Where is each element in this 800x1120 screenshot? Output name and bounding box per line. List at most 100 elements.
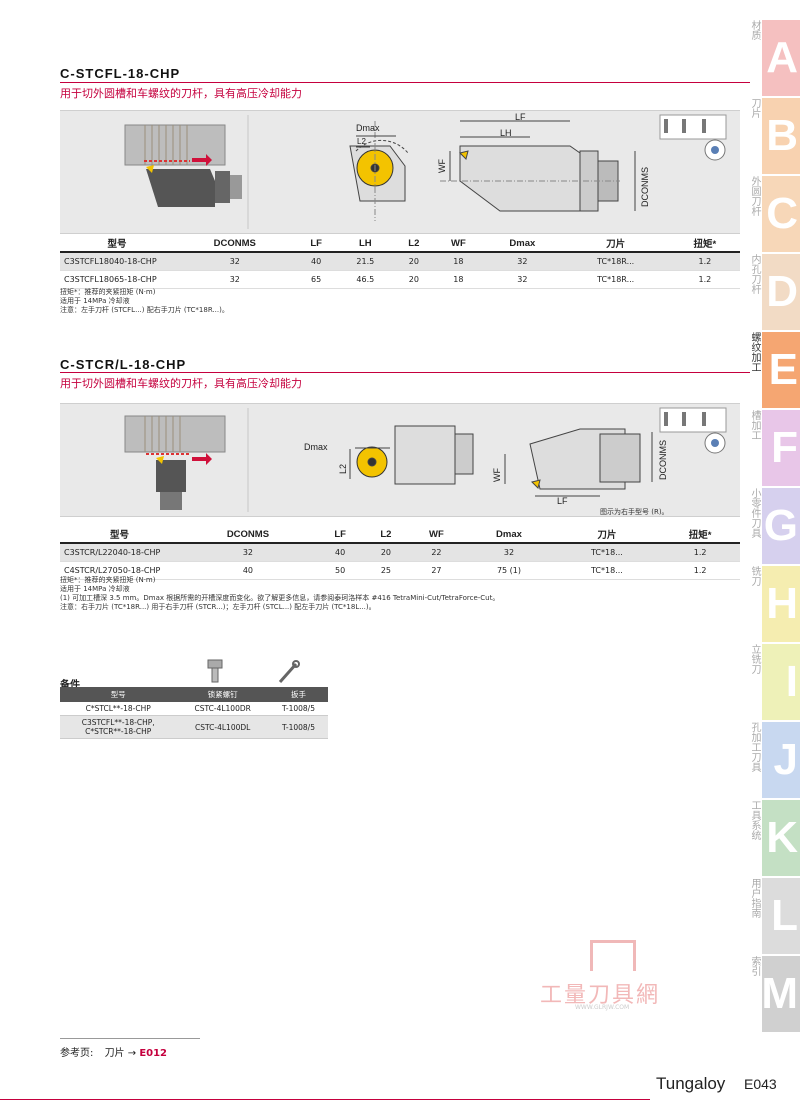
accessory-icons (207, 659, 300, 683)
col-header: Dmax (483, 235, 562, 253)
table-cell: 20 (394, 270, 434, 289)
table-cell: C3STCFL18065-18-CHP (60, 270, 174, 289)
table-cell: 25 (363, 561, 409, 580)
note-line: 扭矩*：推荐的夹紧扭矩 (N·m) (60, 288, 156, 296)
section1-notes: 扭矩*：推荐的夹紧扭矩 (N·m) 适用于 14MPa 冷却液 注意：左手刀杆 … (60, 288, 740, 315)
table-cell: T-1008/5 (268, 715, 328, 739)
section1-front-view (349, 121, 409, 221)
col-header: LF (316, 526, 364, 544)
tab-letter: L (771, 891, 798, 940)
section2-tool-photo (124, 415, 226, 510)
dim-wf-label-1: WF (437, 159, 447, 173)
table-cell: T-1008/5 (268, 702, 328, 716)
tab-letter: A (766, 33, 798, 82)
table-cell: 32 (174, 270, 296, 289)
section1-title: C-STCFL-18-CHP (60, 66, 181, 81)
table-cell: 20 (394, 252, 434, 271)
col-header: WF (433, 235, 484, 253)
tab-label: 铣刀 (749, 566, 760, 586)
tab-label: 小零件刀具 (749, 488, 760, 538)
table-cell: 75 (1) (464, 561, 554, 580)
table-cell: 22 (408, 543, 465, 562)
table-row: C3STCFL18040-18-CHP 32 40 21.5 20 18 32 … (60, 252, 740, 271)
tab-label: 立铣刀 (749, 644, 760, 674)
table-cell: 32 (464, 543, 554, 562)
table-cell: C3STCFL**-18-CHP, C*STCR**-18-CHP (60, 715, 177, 739)
section1-subtitle: 用于切外圆槽和车螺纹的刀杆，具有高压冷却能力 (60, 87, 302, 100)
table-row: C3STCR/L22040-18-CHP 32 40 20 22 32 TC*1… (60, 543, 740, 562)
section1-table-header: 型号 DCONMS LF LH L2 WF Dmax 刀片 扭矩* (60, 235, 740, 253)
dim-lh-label-1: LH (500, 128, 512, 138)
tab-label: 孔加工刀具 (749, 722, 760, 772)
dim-lf-label-2: LF (557, 496, 568, 506)
section2-table-wrap: 型号 DCONMS LF L2 WF Dmax 刀片 扭矩* C3STCR/L2… (60, 526, 740, 580)
footer-rule (0, 1099, 650, 1100)
table-cell: 32 (174, 252, 296, 271)
col-header: L2 (394, 235, 434, 253)
section2-front-view (349, 425, 474, 485)
section2-rule (60, 372, 750, 373)
table-cell: C*STCL**-18-CHP (60, 702, 177, 716)
section2-subtitle: 用于切外圆槽和车螺纹的刀杆，具有高压冷却能力 (60, 377, 302, 390)
note-line: 扭矩*：推荐的夹紧扭矩 (N·m) (60, 576, 156, 584)
footer-ref-label: 参考页: (60, 1048, 94, 1059)
footer-ref-page[interactable]: E012 (139, 1048, 168, 1059)
section1-spec-table: 型号 DCONMS LF LH L2 WF Dmax 刀片 扭矩* C3STCF… (60, 235, 740, 289)
col-header: 锁紧螺钉 (176, 687, 269, 702)
tab-letter: J (773, 735, 798, 784)
accessories-table-wrap: 型号 锁紧螺钉 扳手 C*STCL**-18-CHP CSTC-4L100DR … (60, 687, 328, 739)
table-cell: 40 (179, 561, 317, 580)
section2-figure-panel: Dmax L2 LF WF DCONMS (60, 403, 740, 517)
section2-spec-table: 型号 DCONMS LF L2 WF Dmax 刀片 扭矩* C3STCR/L2… (60, 526, 740, 580)
watermark-text: 工量刀具網 (540, 983, 661, 1008)
table-cell: CSTC-4L100DL (176, 715, 269, 739)
section2-side-view (504, 428, 653, 497)
dim-lf-label-1: LF (515, 112, 526, 122)
col-header: 扭矩* (660, 526, 740, 544)
section2-title: C-STCR/L-18-CHP (60, 357, 187, 372)
tab-l[interactable]: 用户指南 L (749, 878, 800, 954)
section2-caption: 图示为右手型号 (R)。 (600, 508, 669, 516)
tab-letter: D (766, 267, 798, 316)
col-header: 刀片 (561, 235, 670, 253)
table-cell: 46.5 (336, 270, 394, 289)
table-cell: C3STCR/L22040-18-CHP (60, 543, 179, 562)
tab-label: 索引 (749, 956, 760, 976)
tab-c[interactable]: 外圆刀杆 C (749, 176, 800, 252)
tab-j[interactable]: 孔加工刀具 J (749, 722, 800, 798)
col-header: LH (336, 235, 394, 253)
table-cell: TC*18... (553, 543, 661, 562)
tab-label: 外圆刀杆 (749, 176, 760, 216)
section2-notes: 扭矩*：推荐的夹紧扭矩 (N·m) 适用于 14MPa 冷却液 (1) 可加工槽… (60, 576, 740, 612)
tab-letter: F (771, 423, 798, 472)
table-row: C*STCL**-18-CHP CSTC-4L100DR T-1008/5 (60, 702, 328, 716)
tab-letter: C (766, 189, 798, 238)
col-header: 型号 (60, 235, 174, 253)
dim-dconms-label-2: DCONMS (658, 440, 668, 480)
table-cell: 1.2 (660, 543, 740, 562)
tab-letter: M (761, 969, 798, 1018)
accessories-header: 型号 锁紧螺钉 扳手 (60, 687, 328, 702)
col-header: L2 (363, 526, 409, 544)
table-row: C3STCFL**-18-CHP, C*STCR**-18-CHP CSTC-4… (60, 715, 328, 739)
table-cell: 40 (316, 543, 364, 562)
section1-table-wrap: 型号 DCONMS LF LH L2 WF Dmax 刀片 扭矩* C3STCF… (60, 235, 740, 289)
tab-letter: G (763, 501, 798, 550)
tab-label: 用户指南 (749, 878, 760, 918)
table-cell: TC*18R... (561, 270, 670, 289)
table-cell: TC*18... (553, 561, 661, 580)
table-cell: 27 (408, 561, 465, 580)
tab-letter: K (766, 813, 798, 862)
tab-label: 刀片 (749, 98, 760, 118)
tab-label: 螺纹加工 (749, 332, 760, 372)
